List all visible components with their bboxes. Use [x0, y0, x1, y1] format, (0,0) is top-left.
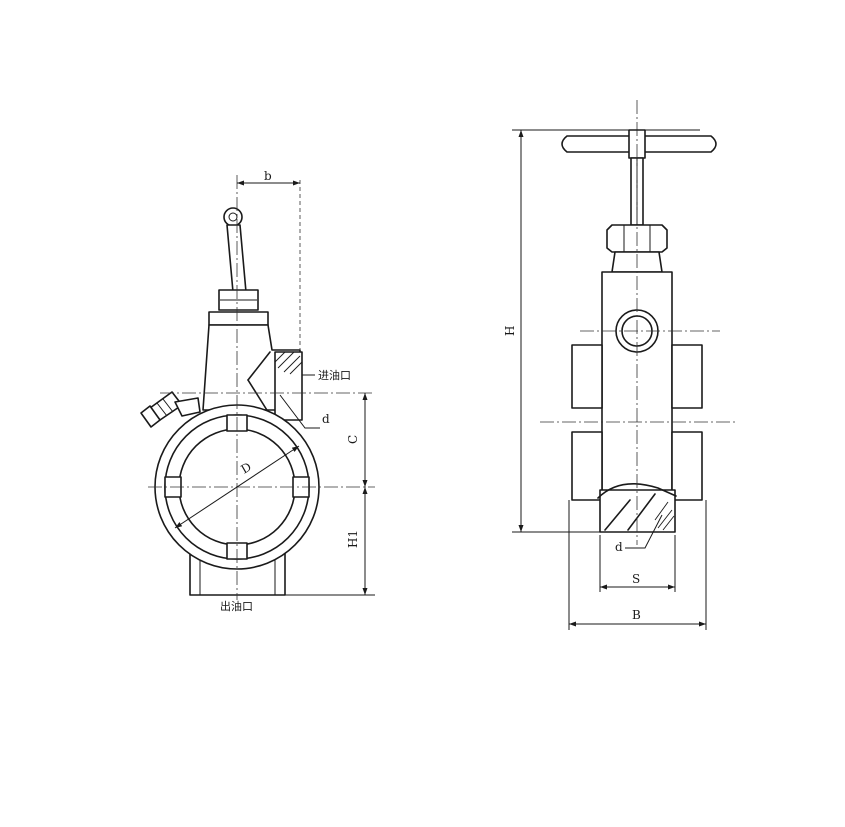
handle-ring: [223, 207, 243, 227]
lug-top-left: [571, 344, 603, 409]
label-b: b: [264, 169, 272, 183]
label-S: S: [632, 572, 640, 586]
label-H: H: [503, 326, 517, 336]
lug-bottom-left: [571, 431, 603, 501]
handle-ring-hole: [228, 212, 238, 222]
label-d-left: d: [322, 412, 330, 426]
lug-bottom-right: [671, 431, 703, 501]
bottom-section: [599, 489, 676, 533]
break-line: [597, 482, 677, 499]
inlet-boss: [274, 351, 303, 421]
label-B: B: [632, 608, 641, 622]
label-d-right: d: [615, 540, 623, 554]
label-H1: H1: [346, 530, 360, 548]
label-C: C: [346, 435, 360, 444]
label-inlet: 进油口: [318, 368, 351, 382]
thread-cut-2: [627, 493, 656, 531]
dim-D-line: [174, 445, 300, 529]
handle-lever: [226, 224, 247, 293]
lug-top-right: [671, 344, 703, 409]
side-view: b 进油口 d D C H1 出油口: [140, 169, 375, 613]
label-outlet: 出油口: [220, 599, 253, 613]
inlet-hatching: [274, 351, 303, 375]
front-view: H d S B: [503, 100, 735, 630]
inlet-taper-top: [247, 351, 271, 381]
grease-nipple: [140, 391, 201, 428]
dim-d-leader-left: [279, 394, 320, 429]
inlet-taper-bottom: [247, 379, 271, 416]
dim-d-leader-right: [625, 514, 663, 549]
upper-collar: [208, 311, 269, 326]
bottom-hatching: [654, 501, 675, 531]
thread-cut-1: [604, 499, 631, 531]
